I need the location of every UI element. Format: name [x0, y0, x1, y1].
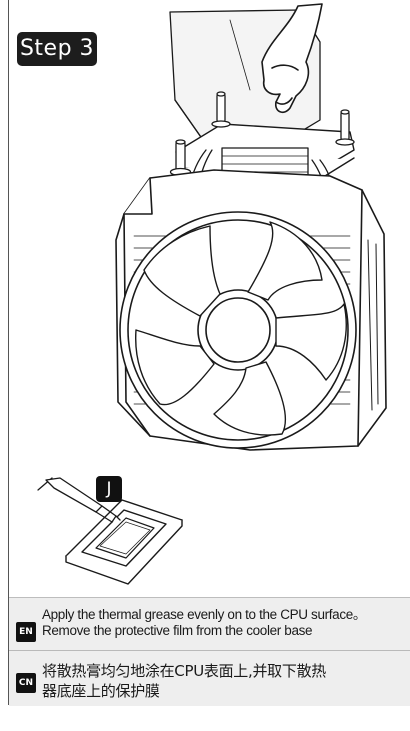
hand-icon — [261, 3, 323, 114]
instruction-text-cn: 将散热膏均匀地涂在CPU表面上,并取下散热 器底座上的保护膜 — [42, 661, 408, 701]
cooler-installation-illustration — [37, 3, 387, 585]
instruction-divider — [9, 650, 410, 651]
fan-icon — [119, 211, 357, 449]
instruction-en-line-1: Apply the thermal grease evenly on to th… — [42, 607, 367, 622]
page-left-border — [8, 0, 9, 705]
instruction-panel — [9, 597, 410, 706]
step-badge: Step 3 — [17, 32, 97, 66]
instruction-cn-line-1: 将散热膏均匀地涂在CPU表面上,并取下散热 — [42, 662, 326, 680]
instruction-en-line-2: Remove the protective film from the cool… — [42, 623, 313, 638]
cpu-socket-icon — [65, 499, 183, 585]
lang-badge-cn: CN — [16, 673, 36, 693]
instruction-cn-line-2: 器底座上的保护膜 — [42, 682, 160, 700]
part-j-badge: J — [96, 476, 122, 502]
thermal-grease-syringe-icon — [37, 477, 121, 523]
lang-badge-en: EN — [16, 622, 36, 642]
instruction-text-en: Apply the thermal grease evenly on to th… — [42, 607, 408, 639]
